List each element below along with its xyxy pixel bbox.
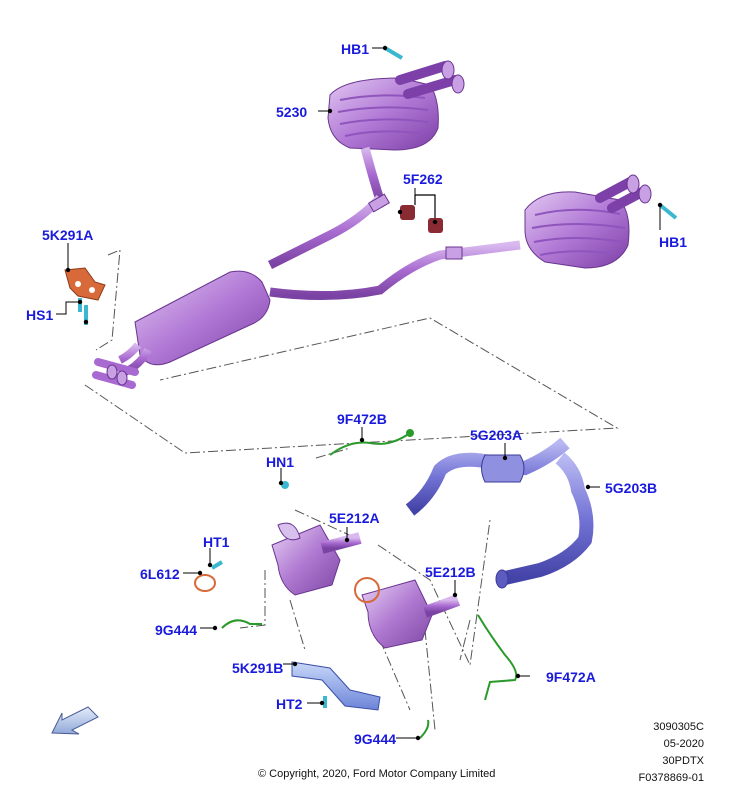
front-pipe-5g203b [495, 452, 594, 589]
bracket-5k291a [64, 267, 106, 325]
catalytic-converter-5e212a [271, 522, 362, 596]
rear-muffler-5230 [327, 60, 465, 202]
fastener-hb1-top [383, 46, 404, 60]
oxygen-sensor-9g444-bottom [419, 719, 430, 739]
label-9g444-bottom: 9G444 [354, 731, 397, 747]
gasket-6l612 [194, 574, 216, 592]
label-hb1-top: HB1 [341, 41, 370, 57]
label-5g203b: 5G203B [605, 480, 658, 496]
intermediate-pipes [267, 193, 521, 301]
label-5f262: 5F262 [403, 171, 443, 187]
label-ht1: HT1 [203, 534, 230, 550]
oxygen-sensor-9g444-left [221, 619, 262, 629]
label-5230: 5230 [276, 104, 308, 120]
label-9f472a: 9F472A [546, 669, 596, 685]
label-5e212a: 5E212A [329, 510, 380, 526]
doc-vehicle-code: 30PDTX [662, 755, 704, 767]
catalytic-converter-5e212b [354, 577, 461, 649]
hanger-isolators-5f262 [400, 194, 443, 233]
oxygen-sensor-9f472b [329, 429, 414, 456]
label-5e212b: 5E212B [425, 564, 476, 580]
leader-lines [56, 47, 661, 739]
oxygen-sensor-9f472a [477, 614, 518, 701]
direction-arrow-icon [51, 706, 99, 735]
center-resonator [92, 270, 271, 389]
label-hb1-right: HB1 [659, 234, 688, 250]
doc-figure-number: F0378869-01 [638, 772, 704, 784]
label-5g203a: 5G203A [470, 427, 523, 443]
bracket-5k291b [291, 661, 381, 711]
label-ht2: HT2 [276, 696, 303, 712]
front-pipe-5g203a [405, 437, 570, 516]
label-5k291a: 5K291A [42, 227, 94, 243]
leader-dots [65, 45, 663, 741]
doc-metadata: 3090305C 05-2020 30PDTX F0378869-01 [639, 719, 704, 787]
fastener-hb1-right [658, 203, 678, 220]
label-hn1: HN1 [266, 454, 295, 470]
label-9f472b: 9F472B [337, 411, 387, 427]
label-6l612: 6L612 [140, 566, 180, 582]
label-5k291b: 5K291B [232, 660, 284, 676]
copyright-notice: © Copyright, 2020, Ford Motor Company Li… [258, 768, 496, 780]
doc-code: 3090305C [653, 721, 704, 733]
fastener-ht1 [210, 560, 224, 570]
label-9g444-left: 9G444 [155, 622, 198, 638]
label-hs1: HS1 [26, 307, 54, 323]
right-muffler [524, 174, 652, 269]
doc-date: 05-2020 [663, 738, 704, 750]
